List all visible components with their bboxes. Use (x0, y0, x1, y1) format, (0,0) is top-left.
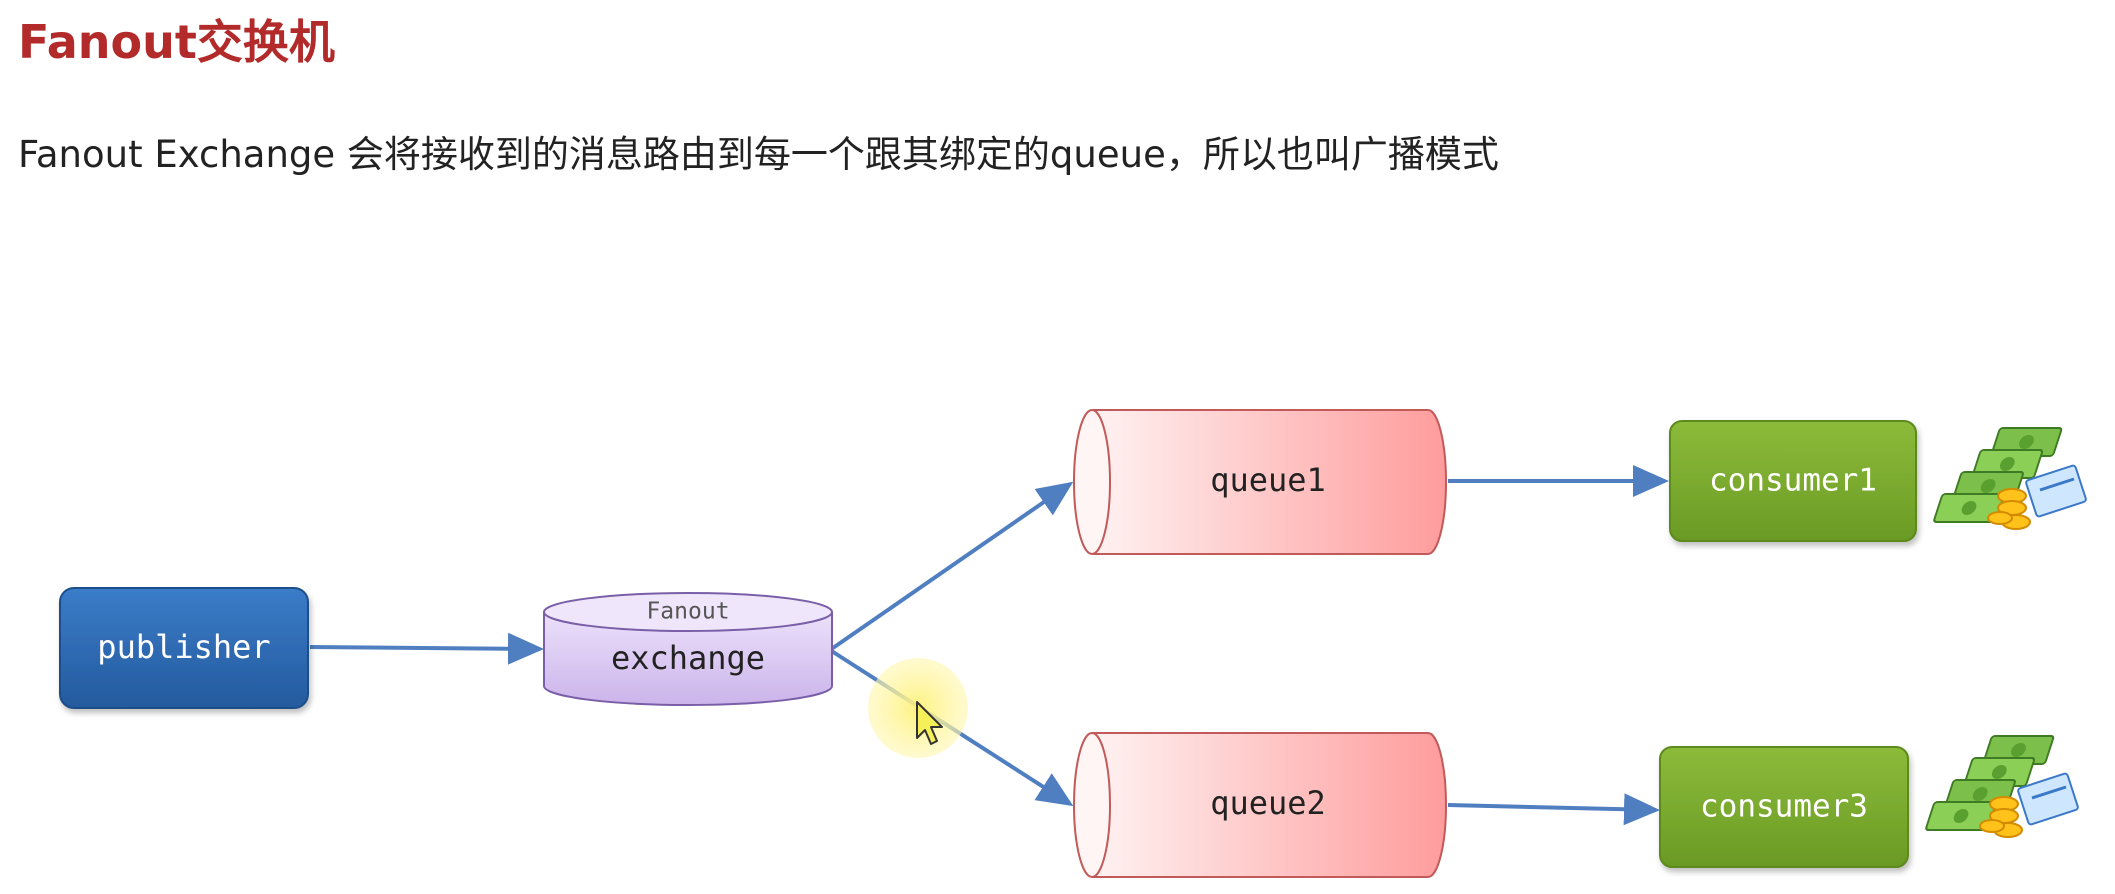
consumer3-label: consumer3 (1700, 789, 1868, 825)
arrow-exchange-queue1 (828, 481, 1074, 652)
page-title: Fanout交换机 (18, 15, 335, 69)
publisher-label: publisher (97, 628, 270, 666)
consumer1-node (1669, 420, 1917, 542)
publisher-node (59, 587, 309, 709)
page-description: Fanout Exchange 会将接收到的消息路由到每一个跟其绑定的queue… (18, 133, 1499, 176)
queue1-label: queue1 (1210, 461, 1326, 499)
exchange-type-label: Fanout (646, 599, 729, 625)
arrow-publisher-exchange (309, 632, 544, 665)
money-icon (1925, 735, 2079, 838)
queue2-node (1073, 732, 1447, 878)
money-icon (1933, 427, 2087, 530)
exchange-node (543, 592, 833, 706)
queue1-node (1073, 409, 1447, 555)
cursor-pointer-icon (916, 701, 943, 745)
queue2-label: queue2 (1210, 784, 1326, 822)
consumer3-node (1659, 746, 1909, 868)
consumer1-label: consumer1 (1709, 463, 1877, 499)
arrow-queue2-consumer3 (1447, 793, 1660, 826)
exchange-label: exchange (611, 639, 765, 677)
connection-arrows (309, 465, 1669, 826)
